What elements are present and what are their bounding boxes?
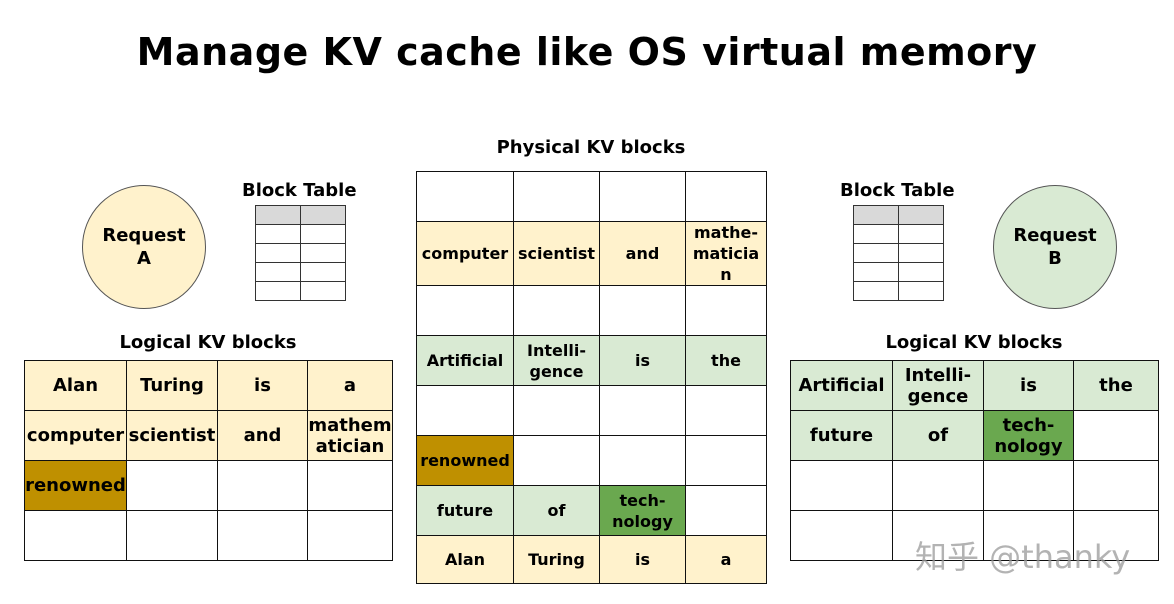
empty-kv-cell — [892, 510, 984, 561]
kv-token-cell: Alan — [24, 360, 127, 411]
kv-token-cell: the — [1073, 360, 1159, 411]
grid-row — [416, 171, 767, 222]
kv-token-cell: tech-nology — [599, 485, 686, 536]
kv-token-cell: Alan — [416, 535, 514, 584]
empty-kv-cell — [599, 435, 686, 486]
kv-token-cell: Intelli-gence — [513, 335, 600, 386]
kv-token-cell: scientist — [513, 221, 600, 286]
empty-kv-cell — [599, 171, 686, 222]
grid-row — [416, 385, 767, 436]
kv-token-cell: scientist — [126, 410, 218, 461]
kv-token-cell: the — [685, 335, 767, 386]
grid-row — [24, 510, 393, 561]
empty-kv-cell — [790, 460, 893, 511]
empty-kv-cell — [513, 435, 600, 486]
grid-row — [416, 285, 767, 336]
empty-kv-cell — [983, 510, 1074, 561]
kv-token-cell: Artificial — [416, 335, 514, 386]
block-table-b — [853, 205, 944, 301]
logical-kv-blocks-a-label: Logical KV blocks — [119, 332, 297, 353]
empty-kv-cell — [24, 510, 127, 561]
empty-kv-cell — [513, 285, 600, 336]
kv-token-cell: Turing — [513, 535, 600, 584]
block-table-b-label: Block Table — [840, 180, 955, 201]
empty-kv-cell — [685, 285, 767, 336]
empty-kv-cell — [126, 510, 218, 561]
empty-kv-cell — [1073, 510, 1159, 561]
kv-token-cell: a — [307, 360, 393, 411]
kv-token-cell: and — [217, 410, 308, 461]
kv-token-cell: of — [892, 410, 984, 461]
physical-kv-blocks-label: Physical KV blocks — [496, 137, 686, 158]
empty-kv-cell — [416, 385, 514, 436]
empty-kv-cell — [599, 385, 686, 436]
kv-token-cell: computer — [416, 221, 514, 286]
empty-kv-cell — [1073, 410, 1159, 461]
empty-kv-cell — [307, 460, 393, 511]
kv-token-cell: and — [599, 221, 686, 286]
watermark-text: 知乎 @thanky — [915, 538, 1131, 576]
kv-token-cell: future — [790, 410, 893, 461]
empty-kv-cell — [685, 171, 767, 222]
kv-token-cell: of — [513, 485, 600, 536]
kv-token-cell: renowned — [416, 435, 514, 486]
empty-kv-cell — [685, 485, 767, 536]
kv-token-cell: is — [599, 535, 686, 584]
kv-token-cell: is — [599, 335, 686, 386]
grid-row: renowned — [24, 460, 393, 511]
kv-token-cell: future — [416, 485, 514, 536]
empty-kv-cell — [416, 171, 514, 222]
empty-kv-cell — [685, 385, 767, 436]
empty-kv-cell — [217, 510, 308, 561]
grid-row: renowned — [416, 435, 767, 486]
empty-kv-cell — [513, 385, 600, 436]
block-table-a — [255, 205, 346, 301]
grid-row — [790, 510, 1159, 561]
empty-kv-cell — [307, 510, 393, 561]
block-table-a-label: Block Table — [242, 180, 357, 201]
kv-token-cell: computer — [24, 410, 127, 461]
kv-token-cell: a — [685, 535, 767, 584]
grid-row — [790, 460, 1159, 511]
kv-token-cell: Artificial — [790, 360, 893, 411]
empty-kv-cell — [892, 460, 984, 511]
empty-kv-cell — [416, 285, 514, 336]
empty-kv-cell — [790, 510, 893, 561]
logical-kv-blocks-b-label: Logical KV blocks — [885, 332, 1063, 353]
empty-kv-cell — [126, 460, 218, 511]
kv-token-cell: is — [983, 360, 1074, 411]
kv-token-cell: is — [217, 360, 308, 411]
empty-kv-cell — [217, 460, 308, 511]
empty-kv-cell — [513, 171, 600, 222]
kv-token-cell: Turing — [126, 360, 218, 411]
diagram-title: Manage KV cache like OS virtual memory — [136, 30, 1038, 74]
kv-token-cell: tech-nology — [983, 410, 1074, 461]
empty-kv-cell — [599, 285, 686, 336]
kv-token-cell: renowned — [24, 460, 127, 511]
empty-kv-cell — [685, 435, 767, 486]
empty-kv-cell — [983, 460, 1074, 511]
empty-kv-cell — [1073, 460, 1159, 511]
kv-token-cell: Intelli-gence — [892, 360, 984, 411]
